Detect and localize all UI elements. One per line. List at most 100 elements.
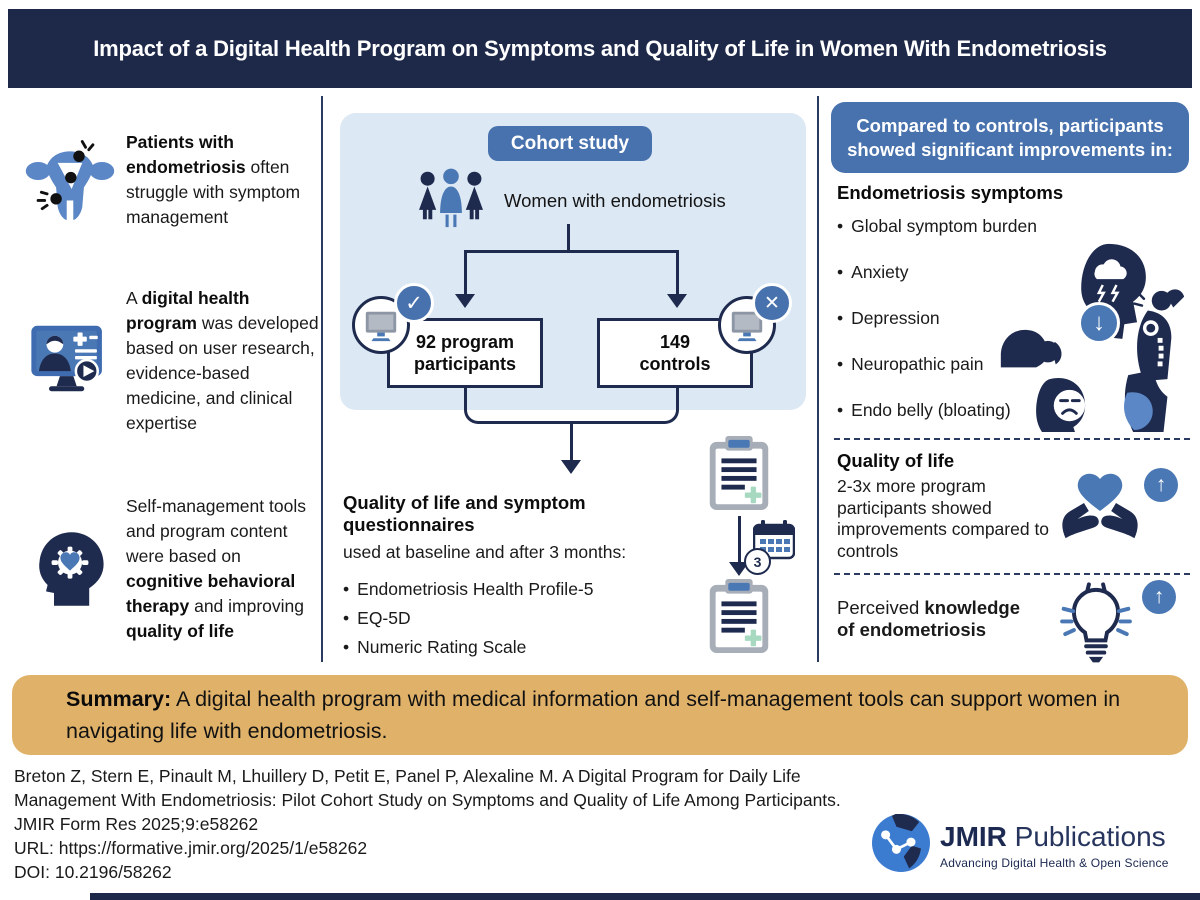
list-item-label: Endometriosis Health Profile-5 xyxy=(357,579,594,599)
symptoms-list: • Global symptom burden • Anxiety • Depress… xyxy=(837,214,1037,444)
text-segment: was developed based on user research, ev… xyxy=(126,313,319,433)
text-segment: A xyxy=(126,288,142,308)
symptoms-illustration-icon xyxy=(992,236,1190,437)
list-item-label: Numeric Rating Scale xyxy=(357,637,527,657)
increase-arrow-icon: ↑ xyxy=(1142,580,1176,614)
questionnaires-subheading: used at baseline and after 3 months: xyxy=(343,542,627,562)
citation-line: JMIR Form Res 2025;9:e58262 xyxy=(14,814,259,834)
text-segment: Perceived xyxy=(837,597,925,618)
head-cbt-icon xyxy=(24,529,116,609)
text-segment: often struggle with symptom management xyxy=(126,157,301,227)
jmir-logo: JMIR Publications Advancing Digital Heal… xyxy=(872,813,1169,877)
intro-item-problem-text: Patients with endometriosis often strugg… xyxy=(126,130,320,230)
flow-line xyxy=(676,250,679,296)
intro-item-problem: Patients with endometriosis often strugg… xyxy=(24,130,320,230)
list-item-label: Endo belly (bloating) xyxy=(851,400,1011,420)
flow-line xyxy=(567,224,570,252)
logo-suffix: Publications xyxy=(1006,821,1166,852)
results-header: Compared to controls, participants showe… xyxy=(831,102,1189,173)
list-item-label: Anxiety xyxy=(851,262,909,282)
group-count: 92 program xyxy=(415,332,515,352)
bold-segment: Patients with endometriosis xyxy=(126,132,246,177)
citation-line: Breton Z, Stern E, Pinault M, Lhuillery … xyxy=(14,766,801,786)
knowledge-text: Perceived knowledge of endometriosis xyxy=(837,597,1029,641)
list-item: • Endometriosis Health Profile-5 xyxy=(343,575,709,604)
bullet-icon: • xyxy=(343,608,350,628)
flow-line xyxy=(464,250,467,296)
intro-item-cbt: Self-management tools and program conten… xyxy=(24,494,320,644)
hands-holding-heart-icon xyxy=(1056,466,1144,545)
flow-merge-connector xyxy=(464,388,679,424)
footer-accent-bar xyxy=(90,893,1200,900)
questionnaire-clipboard-icon xyxy=(707,436,771,517)
digital-health-monitor-icon xyxy=(24,319,116,403)
check-icon: ✓ xyxy=(394,283,434,323)
flow-arrowhead xyxy=(455,294,475,308)
bullet-icon: • xyxy=(837,308,844,328)
list-item: • Numeric Rating Scale xyxy=(343,633,709,662)
list-item: • Anxiety xyxy=(837,260,1037,285)
list-item-label: Depression xyxy=(851,308,940,328)
page-title: Impact of a Digital Health Program on Sy… xyxy=(93,35,1107,61)
citation-line: Management With Endometriosis: Pilot Coh… xyxy=(14,790,841,810)
bullet-icon: • xyxy=(343,579,350,599)
quality-of-life-text: 2-3x more program participants showed im… xyxy=(837,476,1050,561)
uterus-pain-icon xyxy=(24,134,116,226)
questionnaire-clipboard-icon xyxy=(707,579,771,660)
intro-item-program-text: A digital health program was developed b… xyxy=(126,286,320,436)
list-item-label: Neuropathic pain xyxy=(851,354,984,374)
flow-line xyxy=(570,422,573,462)
text-segment: Self-management tools and program conten… xyxy=(126,496,306,566)
questionnaires-list: • Endometriosis Health Profile-5 • EQ-5D •… xyxy=(343,575,709,662)
decrease-arrow-icon: ↓ xyxy=(1078,302,1120,344)
summary-text: Summary: A digital health program with m… xyxy=(66,683,1142,747)
months-count-badge: 3 xyxy=(744,548,771,575)
flow-arrowhead xyxy=(667,294,687,308)
lightbulb-icon xyxy=(1060,582,1132,669)
list-item: • EQ-5D xyxy=(343,604,709,633)
list-item-label: Global symptom burden xyxy=(851,216,1037,236)
jmir-globe-icon xyxy=(872,813,930,877)
section-divider xyxy=(834,573,1190,575)
citation-line: URL: https://formative.jmir.org/2025/1/e… xyxy=(14,838,368,858)
summary-banner: Summary: A digital health program with m… xyxy=(12,675,1188,755)
intro-item-program: A digital health program was developed b… xyxy=(24,286,320,436)
questionnaires-block: Quality of life and symptom questionnair… xyxy=(343,492,709,662)
jmir-wordmark: JMIR Publications Advancing Digital Heal… xyxy=(940,821,1169,870)
program-monitor-icon xyxy=(352,296,410,354)
column-divider-left xyxy=(321,96,323,662)
group-count: 149 xyxy=(659,332,691,352)
list-item: • Depression xyxy=(837,306,1037,331)
column-divider-right xyxy=(817,96,819,662)
bold-segment: knowledge of endometriosis xyxy=(837,597,1021,640)
list-item-label: EQ-5D xyxy=(357,608,411,628)
text-segment: and improving xyxy=(189,596,305,616)
bullet-icon: • xyxy=(837,262,844,282)
section-divider xyxy=(834,438,1190,440)
bullet-icon: • xyxy=(343,637,350,657)
flow-line xyxy=(464,250,679,253)
list-item: •Neuropathic pain xyxy=(837,352,1037,377)
increase-arrow-icon: ↑ xyxy=(1144,468,1178,502)
bold-segment: cognitive behavioral therapy xyxy=(126,571,296,616)
bold-segment: quality of life xyxy=(126,621,234,641)
text-segment: A digital health program with medical in… xyxy=(66,687,1121,743)
population-label: Women with endometriosis xyxy=(504,190,726,211)
logo-tagline: Advancing Digital Health & Open Science xyxy=(940,856,1169,870)
bullet-icon: • xyxy=(837,400,844,420)
bullet-icon: • xyxy=(837,216,844,236)
x-icon: ✕ xyxy=(752,283,792,323)
symptoms-heading: Endometriosis symptoms xyxy=(837,182,1064,203)
group-label: participants xyxy=(413,354,517,374)
list-item: • Endo belly (bloating) xyxy=(837,398,1037,423)
women-group-icon xyxy=(412,164,490,239)
followup-arrow xyxy=(738,516,741,564)
cohort-study-badge: Cohort study xyxy=(488,126,652,161)
flow-arrowhead xyxy=(561,460,581,474)
questionnaires-heading: Quality of life and symptom questionnair… xyxy=(343,492,586,535)
bold-segment: digital health program xyxy=(126,288,250,333)
quality-of-life-heading: Quality of life xyxy=(837,450,955,471)
citation-line: DOI: 10.2196/58262 xyxy=(14,862,172,882)
logo-name: JMIR xyxy=(940,821,1007,852)
